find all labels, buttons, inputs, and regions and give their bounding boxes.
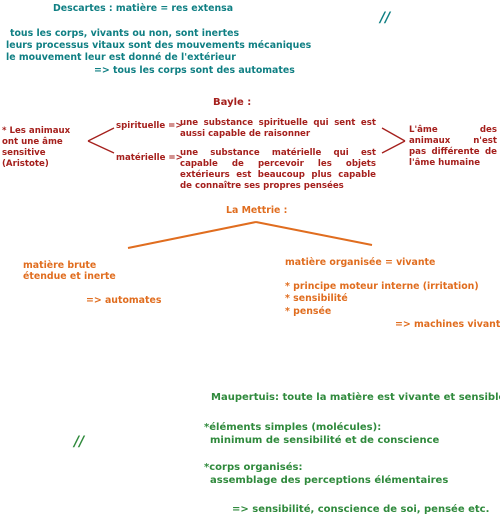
maupertuis-simple-heading: *éléments simples (molécules):: [204, 422, 382, 433]
descartes-conclusion: => tous les corps sont des automates: [94, 65, 295, 76]
bayle-branch-materielle-text: une substance matérielle qui est capable…: [180, 148, 376, 191]
lamettrie-right-title: matière organisée = vivante: [285, 257, 436, 268]
parallel-mark-bottom: //: [74, 434, 85, 450]
bayle-branch-spirituelle-label: spirituelle =>: [116, 121, 183, 131]
lamettrie-left-result: => automates: [86, 295, 162, 306]
lamettrie-title: La Mettrie :: [226, 205, 288, 216]
bayle-title: Bayle :: [213, 97, 252, 108]
bayle-branch-materielle-label: matérielle =>: [116, 153, 183, 163]
maupertuis-organized-heading: *corps organisés:: [204, 462, 303, 473]
lamettrie-left-line-2: étendue et inerte: [23, 271, 116, 282]
bayle-conclusion: L'âme des animaux n'est pas différente d…: [409, 125, 497, 168]
bayle-left-note: * Les animaux ont une âme sensitive (Ari…: [2, 126, 71, 169]
lamettrie-left-line-1: matière brute: [23, 260, 97, 271]
bayle-right-brace: [381, 127, 406, 154]
parallel-mark-top: //: [380, 10, 391, 26]
bayle-branch-spirituelle-text: une substance spirituelle qui sent est a…: [180, 118, 376, 139]
maupertuis-result: => sensibilité, conscience de soi, pensé…: [232, 504, 490, 515]
lamettrie-right-result: => machines vivantes: [395, 319, 500, 330]
lamettrie-split-lines: [127, 221, 373, 249]
maupertuis-title: Maupertuis: toute la matière est vivante…: [211, 392, 500, 403]
descartes-line-1: tous les corps, vivants ou non, sont ine…: [10, 28, 240, 39]
lamettrie-right-item-3: * pensée: [285, 306, 332, 317]
lamettrie-right-item-2: * sensibilité: [285, 293, 348, 304]
lamettrie-right-item-1: * principe moteur interne (irritation): [285, 281, 479, 292]
descartes-line-3: le mouvement leur est donné de l'extérie…: [6, 52, 236, 63]
bayle-left-brace: [87, 127, 115, 154]
descartes-line-2: leurs processus vitaux sont des mouvemen…: [6, 40, 312, 51]
maupertuis-organized-text: assemblage des perceptions élémentaires: [210, 475, 449, 486]
maupertuis-simple-text: minimum de sensibilité et de conscience: [210, 435, 440, 446]
descartes-title: Descartes : matière = res extensa: [53, 3, 234, 14]
